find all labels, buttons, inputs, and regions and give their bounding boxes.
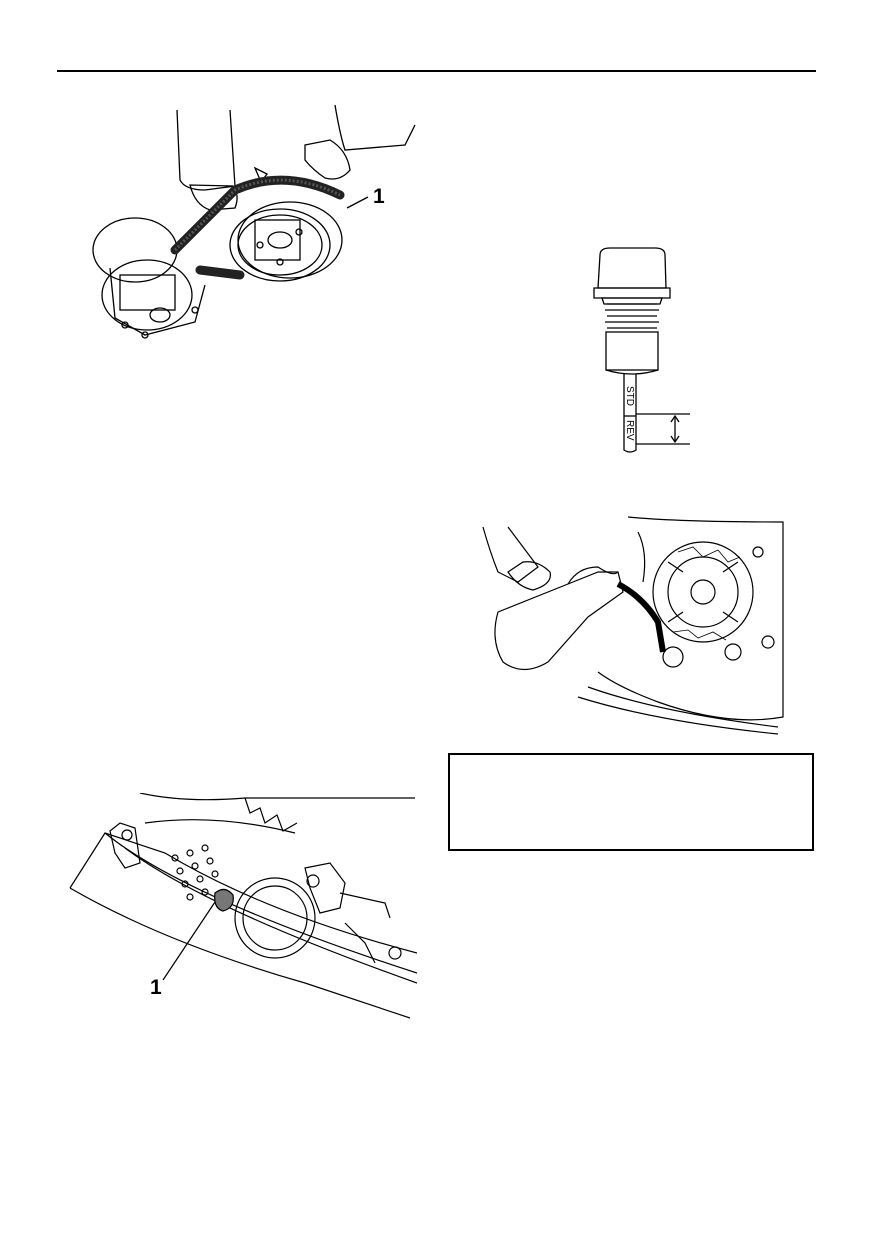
dipstick-figure: STD REV (580, 240, 700, 460)
belt-removal-figure: 1 (85, 100, 420, 350)
drain-bolt-figure: 1 (65, 793, 417, 1023)
oil-pouring-figure (478, 512, 788, 737)
note-box (448, 753, 814, 851)
header-rule (57, 70, 816, 72)
dipstick-upper-mark: STD (624, 386, 635, 406)
dipstick-lower-mark: REV (624, 420, 635, 441)
drain-bolt-callout: 1 (150, 976, 162, 999)
belt-callout: 1 (373, 185, 385, 208)
